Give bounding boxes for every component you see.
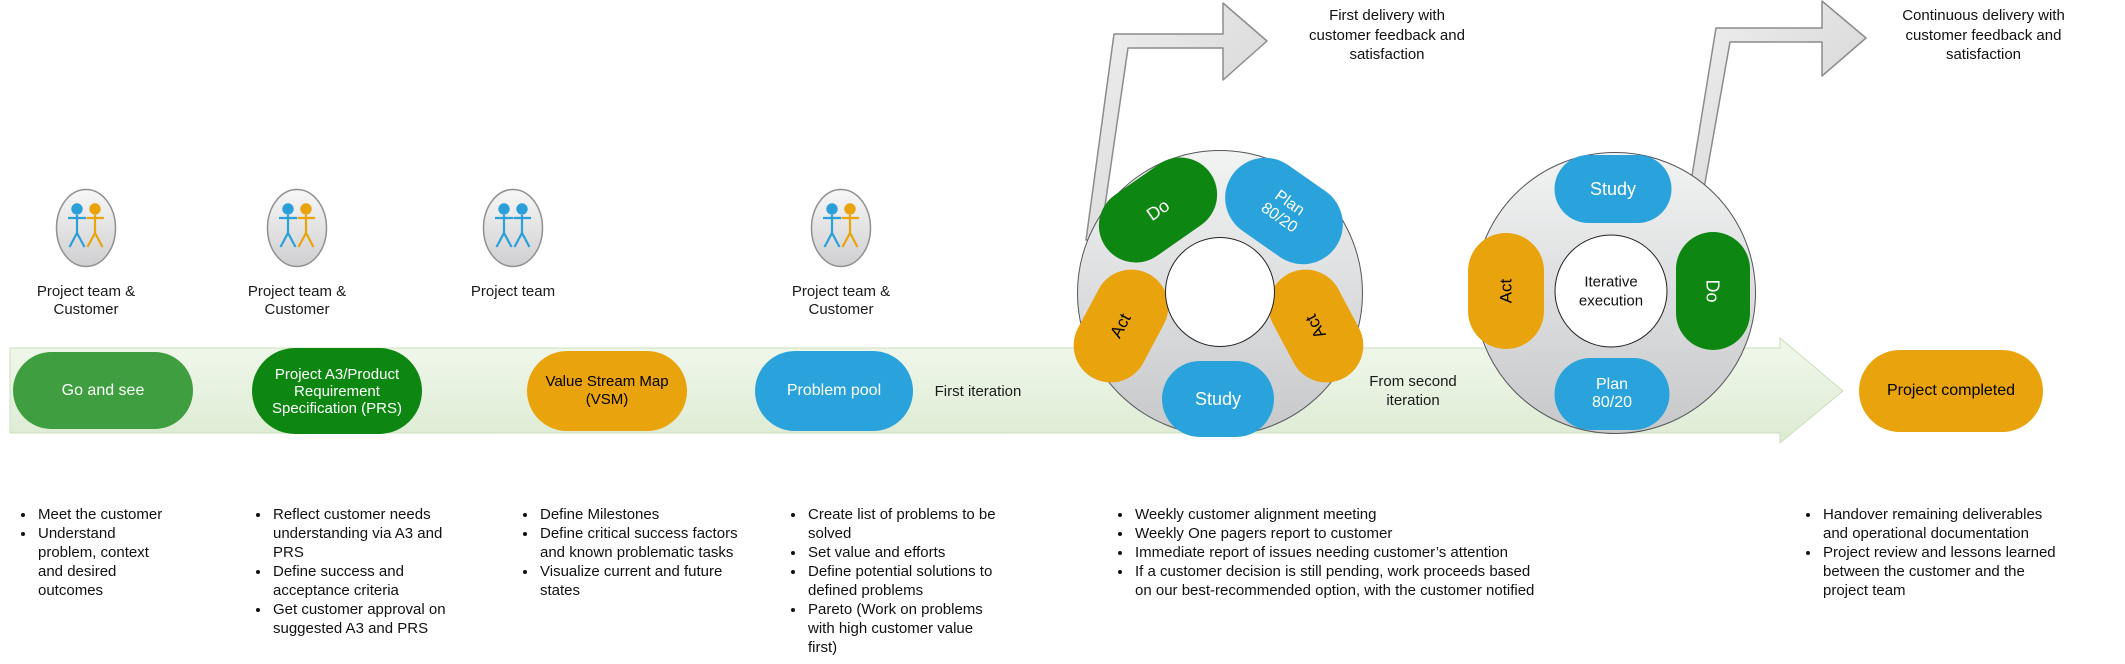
note-bullet: Visualize current and future states: [538, 562, 748, 600]
actor-label: Project team & Customer: [36, 283, 136, 318]
note-bullet: Reflect customer needs understanding via…: [271, 505, 471, 562]
people-icon: [482, 188, 544, 268]
note-bullet: Project review and lessons learned betwe…: [1821, 543, 2063, 600]
flow-label-from-second-iteration: From second iteration: [1369, 373, 1457, 409]
notes-vsm: Define Milestones Define critical succes…: [520, 505, 748, 600]
note-bullet: Meet the customer: [36, 505, 178, 524]
note-bullet: Define success and acceptance criteria: [271, 562, 471, 600]
pdca1-study-segment: Study: [1162, 361, 1274, 437]
note-bullet: Create list of problems to be solved: [806, 505, 1006, 543]
notes-problem-pool: Create list of problems to be solved Set…: [788, 505, 1006, 657]
pdca2-study-segment: Study: [1554, 155, 1672, 223]
note-bullet: Understand problem, context and desired …: [36, 524, 178, 600]
stage-project-completed: Project completed: [1859, 350, 2043, 432]
note-bullet: Define critical success factors and know…: [538, 524, 748, 562]
notes-go-and-see: Meet the customer Understand problem, co…: [18, 505, 178, 600]
stage-problem-pool: Problem pool: [755, 351, 913, 431]
notes-completed: Handover remaining deliverables and oper…: [1803, 505, 2063, 600]
callout-continuous-delivery: Continuous delivery with customer feedba…: [1902, 7, 2065, 63]
note-bullet: Define potential solutions to defined pr…: [806, 562, 1006, 600]
callout-first-delivery: First delivery with customer feedback an…: [1309, 7, 1465, 63]
note-bullet: Handover remaining deliverables and oper…: [1821, 505, 2063, 543]
note-bullet: Weekly customer alignment meeting: [1133, 505, 1540, 524]
stage-go-and-see: Go and see: [13, 352, 193, 429]
note-bullet: Get customer approval on suggested A3 an…: [271, 600, 471, 638]
note-bullet: Immediate report of issues needing custo…: [1133, 543, 1540, 562]
notes-prs: Reflect customer needs understanding via…: [253, 505, 471, 638]
note-bullet: If a customer decision is still pending,…: [1133, 562, 1540, 600]
pdca1-center-hole: [1165, 237, 1275, 347]
pdca2-plan-segment: Plan 80/20: [1554, 358, 1670, 430]
people-icon: [55, 188, 117, 268]
note-bullet: Pareto (Work on problems with high custo…: [806, 600, 1006, 657]
flow-label-first-iteration: First iteration: [934, 383, 1022, 400]
pdca2-act-segment: Act: [1468, 233, 1544, 349]
bent-arrow-icon-2: [1687, 0, 1867, 201]
stage-value-stream-map: Value Stream Map (VSM): [527, 351, 687, 431]
bent-arrow-icon-1: [1085, 2, 1268, 241]
pdca2-center-label: Iterative execution: [1554, 234, 1668, 348]
note-bullet: Weekly One pagers report to customer: [1133, 524, 1540, 543]
actor-label: Project team: [470, 283, 556, 300]
people-icon: [810, 188, 872, 268]
pdca2-do-segment: Do: [1676, 232, 1750, 350]
actor-label: Project team & Customer: [791, 283, 891, 318]
people-icon: [266, 188, 328, 268]
stage-project-a3-prs: Project A3/Product Requirement Specifica…: [252, 348, 422, 434]
note-bullet: Define Milestones: [538, 505, 748, 524]
note-bullet: Set value and efforts: [806, 543, 1006, 562]
notes-iterations: Weekly customer alignment meeting Weekly…: [1115, 505, 1540, 600]
actor-label: Project team & Customer: [247, 283, 347, 318]
